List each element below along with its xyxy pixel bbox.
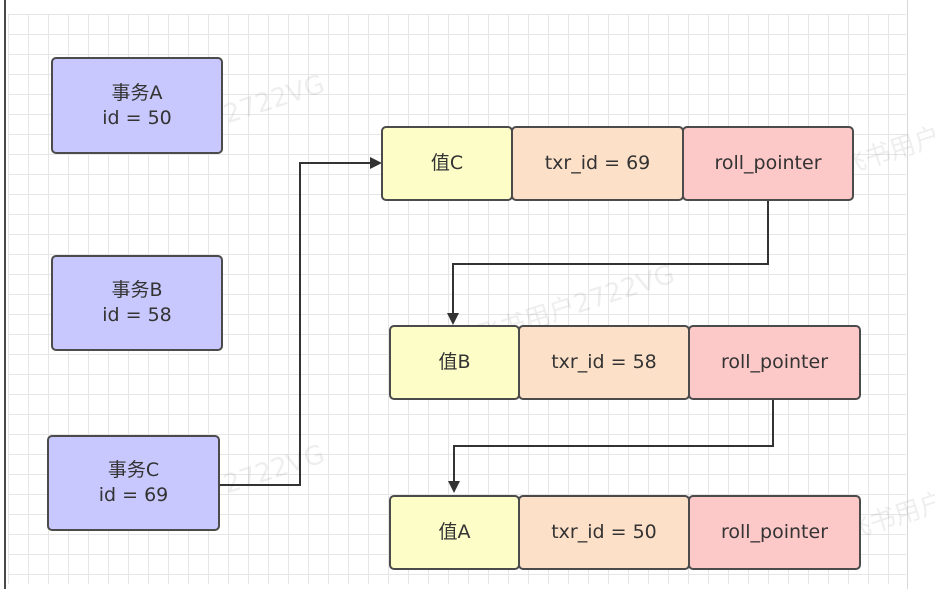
transaction-c-name: 事务C [107, 459, 160, 481]
version-a-value-cell[interactable]: 值A [389, 495, 520, 570]
version-c-pointer-cell[interactable]: roll_pointer [682, 126, 854, 201]
window-border-right [907, 0, 908, 589]
version-b-txr: txr_id = 58 [551, 351, 657, 373]
version-c-txr: txr_id = 69 [544, 152, 651, 174]
version-a-pointer-cell[interactable]: roll_pointer [688, 495, 861, 570]
transaction-b-id: id = 58 [102, 304, 172, 326]
version-a-txr: txr_id = 50 [551, 521, 657, 543]
version-c-value: 值C [430, 152, 464, 174]
version-c-value-cell[interactable]: 值C [381, 126, 513, 201]
version-b-pointer-cell[interactable]: roll_pointer [688, 325, 861, 400]
version-a-value: 值A [438, 521, 471, 543]
version-b-pointer: roll_pointer [720, 351, 829, 373]
window-border-left [4, 0, 6, 589]
transaction-c-id: id = 69 [98, 484, 169, 506]
version-b-txr-cell[interactable]: txr_id = 58 [518, 325, 690, 400]
version-c-pointer: roll_pointer [714, 152, 822, 174]
transaction-c-box[interactable]: 事务C id = 69 [47, 435, 220, 531]
version-a-txr-cell[interactable]: txr_id = 50 [518, 495, 690, 570]
transaction-a-box[interactable]: 事务A id = 50 [51, 57, 223, 154]
version-c-txr-cell[interactable]: txr_id = 69 [511, 126, 684, 201]
transaction-a-name: 事务A [111, 81, 163, 104]
transaction-a-id: id = 50 [102, 106, 172, 129]
transaction-b-box[interactable]: 事务B id = 58 [51, 255, 223, 351]
transaction-b-name: 事务B [111, 279, 163, 301]
version-b-value: 值B [438, 351, 471, 373]
version-a-pointer: roll_pointer [720, 521, 829, 543]
version-b-value-cell[interactable]: 值B [389, 325, 520, 400]
